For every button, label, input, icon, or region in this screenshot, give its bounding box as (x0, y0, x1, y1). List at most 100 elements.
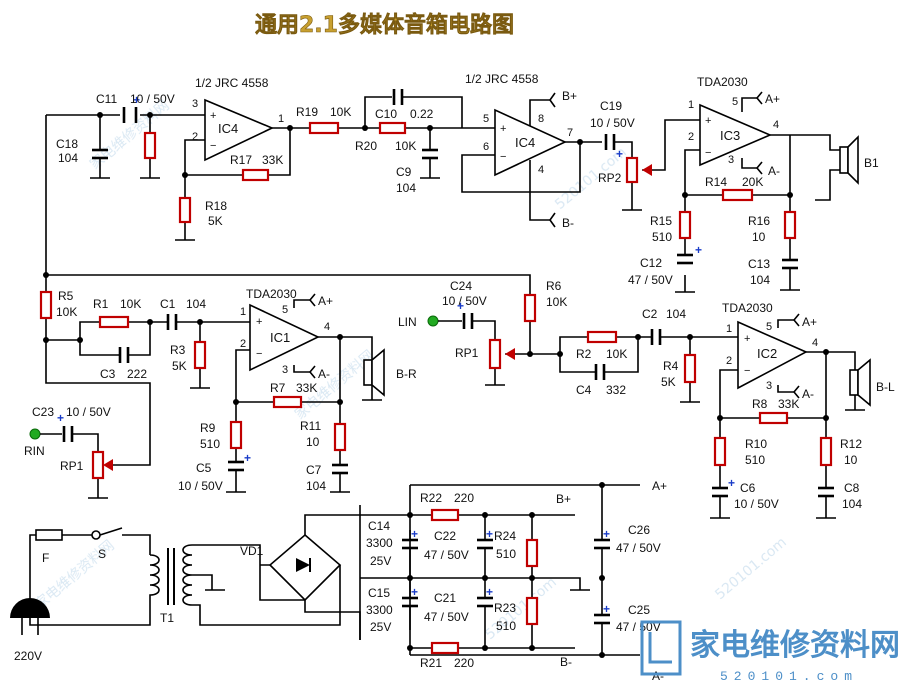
resistor-r-bias (143, 131, 157, 160)
svg-text:10 / 50V: 10 / 50V (734, 497, 779, 511)
svg-text:1: 1 (278, 113, 284, 125)
logo-mark-icon (640, 620, 682, 676)
svg-text:5: 5 (732, 96, 738, 108)
svg-text:5K: 5K (172, 359, 187, 373)
svg-text:RP1: RP1 (60, 459, 84, 473)
svg-text:R22: R22 (420, 491, 442, 505)
svg-text:6: 6 (483, 141, 489, 153)
svg-text:+: + (616, 147, 623, 161)
svg-text:104: 104 (666, 307, 686, 321)
svg-text:C5: C5 (196, 461, 212, 475)
potentiometer-rp1-right (91, 450, 105, 480)
lin-input: + C24 10 / 50V LIN RP1 R6 10K R2 10K C4 … (398, 279, 652, 397)
svg-text:A-: A- (802, 387, 814, 401)
svg-text:3: 3 (728, 154, 734, 166)
ic4b-stage: + − 1/2 JRC 4558 IC4 5 6 8 4 7 B+ B- (461, 72, 602, 230)
speaker-br (363, 359, 373, 386)
svg-text:A-: A- (318, 367, 330, 381)
svg-text:R23: R23 (494, 601, 516, 615)
svg-text:A-: A- (768, 164, 780, 178)
svg-text:510: 510 (200, 437, 220, 451)
svg-text:10 / 50V: 10 / 50V (590, 116, 635, 130)
svg-text:+: + (133, 93, 140, 107)
logo-text: 家电维修资料网 (690, 628, 900, 663)
svg-text:A+: A+ (765, 92, 780, 106)
svg-text:−: − (500, 151, 506, 163)
svg-text:C13: C13 (748, 257, 770, 271)
svg-text:1: 1 (688, 99, 694, 111)
svg-text:S: S (98, 547, 106, 561)
svg-text:510: 510 (496, 619, 516, 633)
rin-terminal (29, 428, 41, 440)
svg-text:+: + (210, 110, 216, 122)
svg-text:33K: 33K (296, 381, 317, 395)
svg-text:10K: 10K (546, 295, 567, 309)
svg-text:3300: 3300 (366, 603, 393, 617)
c18-label: C18 (56, 137, 78, 151)
svg-text:TDA2030: TDA2030 (697, 75, 748, 89)
ic1-stage: + + − TDA2030 IC1 1 2 5 3 4 A+ A- R5 10K… (39, 274, 531, 493)
svg-text:1/2 JRC 4558: 1/2 JRC 4558 (465, 72, 539, 86)
svg-text:C2: C2 (642, 307, 658, 321)
svg-text:10 / 50V: 10 / 50V (66, 405, 111, 419)
power-supply: + + + + + + 220V F S T1 VD1 (10, 479, 667, 683)
potentiometer-rp1-left (488, 338, 502, 370)
svg-text:R14: R14 (705, 175, 727, 189)
svg-text:+: + (411, 527, 418, 541)
resistor-r2 (586, 330, 618, 344)
svg-text:10K: 10K (395, 139, 416, 153)
svg-text:T1: T1 (160, 611, 174, 625)
svg-text:C7: C7 (306, 463, 322, 477)
svg-text:1: 1 (240, 306, 246, 318)
resistor-r7 (272, 395, 303, 409)
svg-text:R6: R6 (546, 279, 562, 293)
resistor-r24 (525, 538, 539, 568)
svg-text:5: 5 (282, 304, 288, 316)
ic4a-label: IC4 (218, 121, 238, 136)
lin-terminal (427, 315, 439, 327)
svg-text:3: 3 (192, 98, 198, 110)
svg-text:C19: C19 (600, 99, 622, 113)
svg-text:3: 3 (766, 380, 772, 392)
svg-text:4: 4 (773, 119, 779, 131)
svg-text:TDA2030: TDA2030 (246, 287, 297, 301)
svg-text:7: 7 (567, 127, 573, 139)
svg-text:5K: 5K (661, 375, 676, 389)
svg-text:+: + (744, 333, 750, 345)
svg-text:104: 104 (306, 479, 326, 493)
svg-text:C4: C4 (576, 383, 592, 397)
svg-text:B+: B+ (556, 492, 571, 506)
svg-text:510: 510 (745, 453, 765, 467)
svg-text:R19: R19 (296, 105, 318, 119)
transformer-primary (149, 554, 160, 600)
svg-text:C21: C21 (434, 591, 456, 605)
svg-text:C15: C15 (368, 586, 390, 600)
resistor-r18 (178, 196, 192, 224)
svg-text:R24: R24 (494, 529, 516, 543)
svg-text:510: 510 (496, 547, 516, 561)
svg-text:8: 8 (538, 113, 544, 125)
svg-text:B-: B- (560, 655, 572, 669)
svg-text:R20: R20 (355, 139, 377, 153)
svg-text:R10: R10 (745, 437, 767, 451)
svg-text:+: + (457, 299, 464, 313)
svg-text:510: 510 (652, 230, 672, 244)
svg-text:10K: 10K (606, 347, 627, 361)
ic2-stage: + + − TDA2030 IC2 1 2 5 3 4 A+ A- C2 104… (642, 301, 895, 519)
ic4a-opamp (204, 98, 274, 162)
svg-text:−: − (256, 348, 262, 360)
svg-text:0.22: 0.22 (410, 107, 434, 121)
svg-text:−: − (705, 147, 711, 159)
svg-text:2: 2 (240, 338, 246, 350)
site-logo: 家电维修资料网 520101.com (640, 620, 900, 684)
svg-text:A+: A+ (318, 294, 333, 308)
svg-text:B-R: B-R (396, 367, 417, 381)
svg-text:C14: C14 (368, 519, 390, 533)
mix-network: R19 10K C10 0.22 R20 10K C9 104 (296, 89, 463, 195)
svg-text:10 / 50V: 10 / 50V (442, 294, 487, 308)
svg-text:+: + (244, 451, 251, 465)
resistor-r8 (758, 411, 789, 425)
svg-text:104: 104 (186, 297, 206, 311)
rin-input: + C23 10 / 50V RIN RP1 (24, 405, 113, 499)
